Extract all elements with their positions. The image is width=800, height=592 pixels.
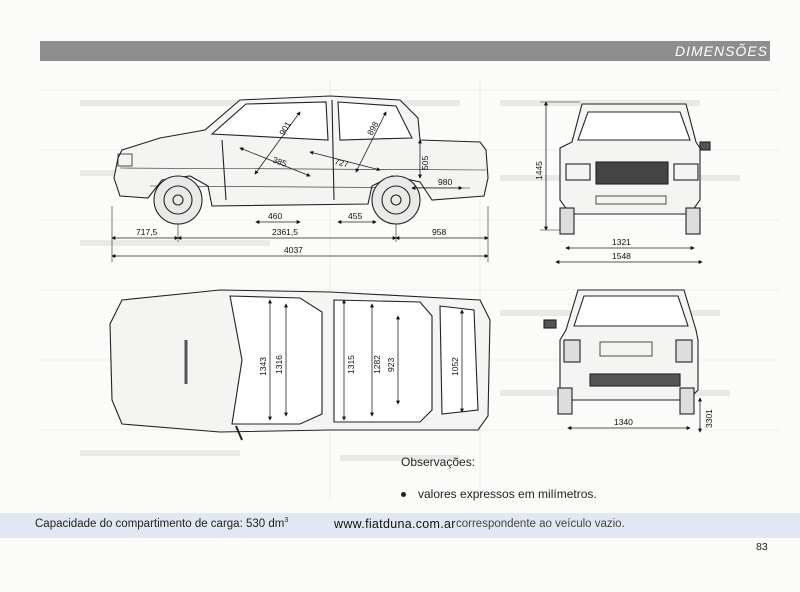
bullet-icon [401, 492, 406, 498]
dim-label: 1315 [346, 355, 356, 374]
front-view-dimension-labels: 1445 1321 1548 [534, 161, 631, 261]
rear-view-car [543, 289, 702, 433]
dim-label: 385 [271, 154, 288, 168]
dim-label: 1343 [258, 357, 268, 376]
dim-label: 717,5 [136, 227, 158, 237]
rear-view-dimension-labels: 1340 3301 [614, 409, 714, 428]
observation-item: valores expressos em milímetros. [401, 487, 597, 501]
observations-title: Observações: [401, 455, 476, 469]
section-title: DIMENSÕES [674, 43, 768, 59]
dim-label: 460 [268, 211, 282, 221]
vehicle-note: correspondente ao veículo vazio. [456, 518, 625, 530]
side-view-dimension-labels: 901 898 385 727 505 980 460 455 958 717,… [136, 119, 452, 255]
header-band [40, 41, 770, 61]
page-number: 83 [756, 541, 768, 553]
front-view-car [540, 101, 711, 264]
dim-label: 3301 [704, 409, 714, 428]
dim-label: 923 [386, 358, 396, 372]
dim-label: 1340 [614, 417, 633, 427]
footer-band [0, 513, 800, 538]
dim-label: 505 [420, 156, 430, 170]
cargo-capacity-text: Capacidade do compartimento de carga: 53… [35, 517, 285, 530]
dim-label: 727 [334, 156, 350, 169]
dim-label: 1316 [274, 355, 284, 374]
dim-label: 1282 [372, 355, 382, 374]
side-view-sedan [111, 95, 489, 262]
dim-label: 1548 [612, 251, 631, 261]
top-view-dimension-labels: 1343 1316 1315 1282 923 1052 [258, 355, 460, 376]
dim-label: 980 [438, 177, 452, 187]
dim-label: 455 [348, 211, 362, 221]
dim-label: 1321 [612, 237, 631, 247]
website-watermark[interactable]: www.fiatduna.com.ar [334, 517, 456, 531]
dim-label: 958 [432, 227, 446, 237]
top-view-car [109, 289, 491, 441]
dim-label: 1052 [450, 357, 460, 376]
cargo-capacity: Capacidade do compartimento de carga: 53… [35, 517, 288, 530]
observation-text: valores expressos em milímetros. [418, 487, 597, 501]
dim-label: 4037 [284, 245, 303, 255]
dim-label: 2361,5 [272, 227, 298, 237]
cargo-capacity-unit-exponent: 3 [284, 517, 289, 524]
dim-label: 1445 [534, 161, 544, 180]
